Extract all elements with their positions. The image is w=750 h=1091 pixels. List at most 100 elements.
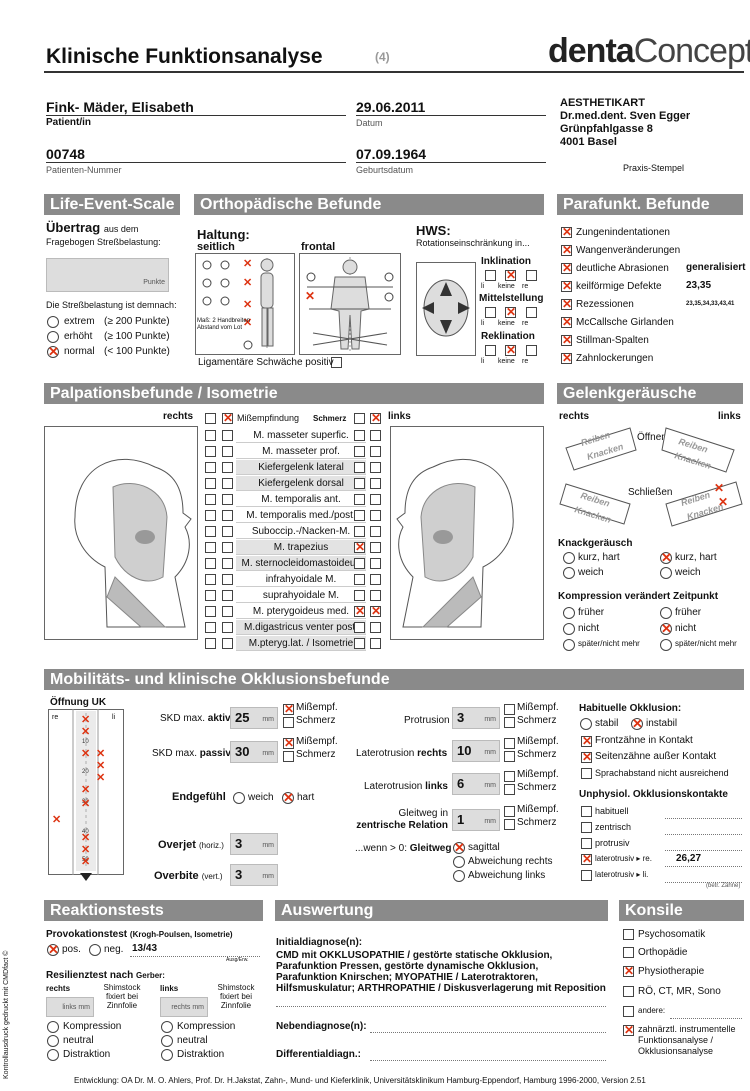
unphys-checkbox[interactable] (581, 806, 592, 817)
latero-l-schmerz-checkbox[interactable] (504, 784, 515, 795)
kompr-left-radio[interactable] (660, 622, 672, 636)
abw-rechts-radio[interactable] (453, 856, 465, 868)
endgefuehl-hart-radio[interactable] (282, 791, 294, 805)
palpation-checkbox[interactable] (205, 478, 216, 489)
kompr-left-radio[interactable] (660, 607, 672, 619)
palpation-checkbox[interactable] (205, 494, 216, 505)
prov-pos-radio[interactable] (47, 943, 59, 957)
skd-aktiv-miss-checkbox[interactable] (283, 703, 294, 716)
unphys-checkbox[interactable] (581, 838, 592, 849)
unphys-checkbox[interactable] (581, 822, 592, 833)
sagittal-radio[interactable] (453, 841, 465, 855)
palpation-checkbox[interactable] (354, 541, 365, 554)
palpation-checkbox[interactable] (205, 510, 216, 521)
resil-right-radio[interactable] (47, 1021, 59, 1033)
palpation-checkbox[interactable] (222, 446, 233, 457)
latero-l-miss-checkbox[interactable] (504, 771, 515, 782)
hws-checkbox[interactable] (526, 307, 537, 318)
palpation-checkbox[interactable] (222, 542, 233, 553)
palpation-checkbox[interactable] (354, 462, 365, 473)
palpation-checkbox[interactable] (222, 638, 233, 649)
palpation-checkbox[interactable] (354, 430, 365, 441)
unphys-checkbox[interactable] (581, 853, 592, 866)
hws-checkbox[interactable] (485, 345, 496, 356)
palpation-checkbox[interactable] (205, 446, 216, 457)
palpation-checkbox[interactable] (370, 430, 381, 441)
palpation-checkbox[interactable] (205, 542, 216, 553)
kompr-right-radio[interactable] (563, 623, 575, 635)
palpation-checkbox[interactable] (370, 558, 381, 569)
palpation-checkbox[interactable] (222, 462, 233, 473)
hws-checkbox[interactable] (485, 270, 496, 281)
kompr-right-radio[interactable] (563, 607, 575, 619)
palpation-checkbox[interactable] (370, 590, 381, 601)
palpation-checkbox[interactable] (354, 605, 365, 618)
konsile-checkbox[interactable] (623, 965, 634, 978)
stress-option-radio[interactable] (47, 316, 59, 328)
konsile-checkbox[interactable] (623, 1006, 634, 1017)
unphys-checkbox[interactable] (581, 870, 592, 881)
stress-option-radio[interactable] (47, 345, 59, 359)
palpation-checkbox[interactable] (222, 622, 233, 633)
ligament-checkbox[interactable] (331, 357, 342, 368)
resil-right-radio[interactable] (47, 1035, 59, 1047)
parafunkt-checkbox[interactable] (561, 244, 572, 257)
resil-right-radio[interactable] (47, 1049, 59, 1061)
palpation-checkbox[interactable] (205, 558, 216, 569)
knack-left-radio[interactable] (660, 551, 672, 565)
palpation-checkbox[interactable] (222, 590, 233, 601)
palpation-checkbox[interactable] (370, 494, 381, 505)
parafunkt-checkbox[interactable] (561, 316, 572, 329)
palpation-checkbox[interactable] (354, 574, 365, 585)
skd-passiv-miss-checkbox[interactable] (283, 737, 294, 750)
palpation-checkbox[interactable] (205, 638, 216, 649)
palpation-checkbox[interactable] (354, 590, 365, 601)
abw-links-radio[interactable] (453, 870, 465, 882)
parafunkt-checkbox[interactable] (561, 262, 572, 275)
seiten-checkbox[interactable] (581, 751, 592, 764)
palpation-checkbox[interactable] (370, 510, 381, 521)
skd-passiv-schmerz-checkbox[interactable] (283, 751, 294, 762)
sprach-checkbox[interactable] (581, 768, 592, 779)
palpation-checkbox[interactable] (205, 430, 216, 441)
hws-checkbox[interactable] (505, 269, 516, 282)
palpation-checkbox[interactable] (205, 590, 216, 601)
hws-checkbox[interactable] (485, 307, 496, 318)
parafunkt-checkbox[interactable] (561, 226, 572, 239)
resil-rechts-field[interactable]: links mm (46, 997, 94, 1017)
protrusion-miss-checkbox[interactable] (504, 704, 515, 715)
parafunkt-checkbox[interactable] (561, 352, 572, 365)
palpation-checkbox[interactable] (205, 574, 216, 585)
knack-left-radio[interactable] (660, 567, 672, 579)
konsile-checkbox[interactable] (623, 986, 634, 997)
palpation-checkbox[interactable] (222, 510, 233, 521)
gleitweg-schmerz-checkbox[interactable] (504, 819, 515, 830)
palpation-checkbox[interactable] (354, 478, 365, 489)
instabil-radio[interactable] (631, 717, 643, 731)
gleitweg-miss-checkbox[interactable] (504, 806, 515, 817)
resil-left-radio[interactable] (161, 1035, 173, 1047)
resil-links-field[interactable]: rechts mm (160, 997, 208, 1017)
konsile-checkbox[interactable] (623, 929, 634, 940)
stabil-radio[interactable] (580, 718, 592, 730)
hws-checkbox[interactable] (505, 306, 516, 319)
knack-right-radio[interactable] (563, 552, 575, 564)
palpation-checkbox[interactable] (222, 606, 233, 617)
palpation-checkbox[interactable] (222, 558, 233, 569)
palpation-checkbox[interactable] (354, 622, 365, 633)
palpation-checkbox[interactable] (370, 622, 381, 633)
kompr-right-radio[interactable] (563, 639, 575, 651)
palpation-checkbox[interactable] (205, 622, 216, 633)
palpation-checkbox[interactable] (370, 526, 381, 537)
kompr-left-radio[interactable] (660, 639, 672, 651)
hws-checkbox[interactable] (526, 345, 537, 356)
stress-option-radio[interactable] (47, 331, 59, 343)
palpation-checkbox[interactable] (370, 638, 381, 649)
palpation-checkbox[interactable] (370, 605, 381, 618)
